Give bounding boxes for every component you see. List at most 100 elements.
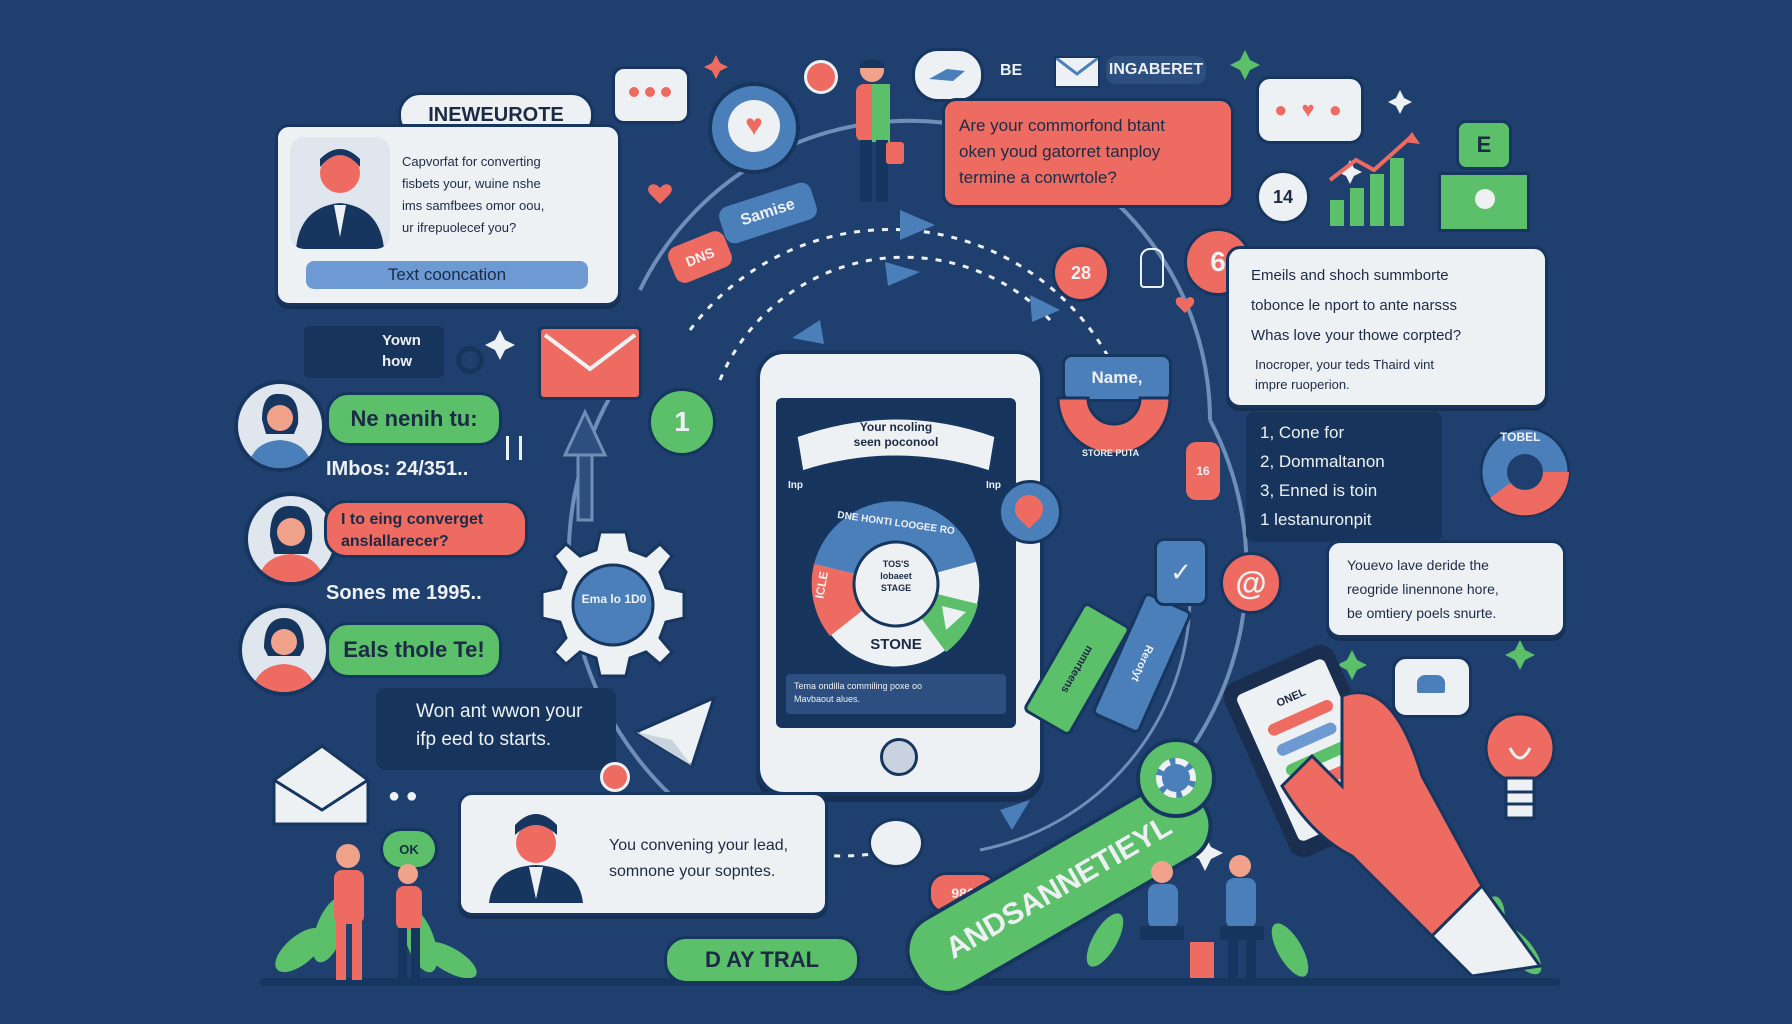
e-envelope-icon: E — [1438, 120, 1530, 232]
dots-icon: ● ● — [388, 785, 418, 807]
emails-line: Emeils and shoch summborte — [1251, 267, 1449, 284]
note-line: be omtiery poels snurte. — [1347, 605, 1497, 621]
text-conversation-button[interactable]: Text cooncation — [306, 261, 588, 289]
inbox-label: INGABERET — [1106, 56, 1206, 84]
trial-badge: D AY TRAL — [664, 936, 860, 984]
hand-phone — [1223, 644, 1542, 976]
tiny-ring-icon — [600, 762, 630, 792]
badge-1: 1 — [648, 388, 716, 456]
phone-bottom-label: STONE — [870, 636, 922, 653]
bird-bubble-icon — [912, 48, 984, 102]
chat-bubble-3: Eals thole Te! — [326, 622, 502, 678]
banner-line: Your ncoling — [859, 420, 933, 434]
side-right-label: Inp — [986, 480, 1001, 491]
banner-line: seen poconool — [853, 435, 939, 449]
dark-note-line: ifp eed to starts. — [416, 729, 552, 750]
location-pin-icon — [998, 480, 1062, 544]
chat-caption-2: Sones me 1995.. — [326, 582, 482, 604]
bottom-avatar — [481, 803, 591, 903]
bottom-card: You convening your lead, somnone your so… — [458, 792, 828, 916]
store-tag: STORE PUTA — [1082, 448, 1140, 458]
magnet-icon — [1056, 396, 1172, 456]
phone-device: Your ncoling seen poconool Inp Inp DNE H… — [756, 350, 1044, 796]
left-small-line: Yown — [382, 332, 421, 349]
ribbon-gear-icon — [1136, 738, 1216, 818]
center-line: lobaeet — [880, 571, 912, 581]
people-group-right — [1140, 855, 1264, 978]
dark-note: Won ant wwon your ifp eed to starts. — [376, 688, 616, 770]
bottom-card-line: You convening your lead, — [609, 837, 789, 854]
emails-card: Emeils and shoch summborte tobonce le np… — [1226, 246, 1548, 408]
standing-person-icon — [856, 58, 904, 202]
step-item: 1 lestanuronpit — [1260, 510, 1372, 529]
open-envelope-icon — [272, 744, 370, 826]
phone-home-button[interactable] — [880, 738, 918, 776]
chat-bubble-2: I to eing converget anslallarecer? — [324, 500, 528, 558]
profile-line: Capvorfat for converting — [402, 154, 541, 169]
profile-line: ims samfbees omor oou, — [402, 198, 545, 213]
note-line: reogride linennone hore, — [1347, 581, 1499, 597]
man-avatar — [290, 137, 390, 249]
step-item: 2, Dommaltanon — [1260, 452, 1385, 471]
at-sign-icon: @ — [1220, 552, 1282, 614]
chat-caption-1: IMbos: 24/351.. — [326, 458, 469, 480]
mail-icon — [1054, 56, 1100, 88]
badge-28: 28 — [1052, 244, 1110, 302]
small-target-icon — [804, 60, 838, 94]
small-chat-icon — [1392, 656, 1472, 718]
badge-14: 14 — [1256, 170, 1310, 224]
gear-icon — [540, 530, 686, 678]
be-label: BE — [1000, 62, 1023, 79]
megaphone-icon — [868, 818, 924, 868]
gear-label: Ema lo 1D0 — [581, 592, 647, 606]
phone-banner — [794, 416, 998, 474]
phone-footer: Tema ondilla commiling poxe oo Mavbaout … — [786, 674, 1006, 714]
chat-dots-icon — [612, 66, 690, 124]
people-group-left — [334, 844, 422, 980]
profile-line: ur ifrepuolecef you? — [402, 220, 517, 235]
emails-line: Whas love your thowe corpted? — [1251, 327, 1462, 344]
signal-icon — [506, 436, 522, 460]
phone-center-text: TOS'S lobaeet STAGE — [866, 558, 926, 594]
swirl-icon — [456, 346, 484, 374]
chat2-line: I to eing converget — [341, 511, 484, 528]
footer-line: Mavbaout alues. — [794, 694, 861, 704]
paper-plane-icon — [632, 695, 717, 769]
side-left-label: Inp — [788, 480, 803, 491]
woman-avatar-3 — [238, 604, 330, 696]
center-line: TOS'S — [882, 559, 910, 569]
chat2-line: anslallarecer? — [341, 533, 449, 550]
left-small-label: Yown how — [304, 326, 444, 378]
e-badge: E — [1456, 120, 1512, 170]
growth-chart-icon — [1328, 132, 1420, 226]
profile-card: Capvorfat for converting fisbets your, w… — [275, 124, 621, 306]
profile-line: fisbets your, wuine nshe — [402, 176, 541, 191]
question-bubble: Are your commorfond btant oken youd gato… — [942, 98, 1234, 208]
question-line: Are your commorfond btant — [959, 116, 1165, 135]
total-label: TOBEL — [1500, 430, 1541, 444]
check-badge-icon: ✓ — [1154, 538, 1208, 606]
lightbulb-icon — [1484, 712, 1556, 820]
profile-text: Capvorfat for converting fisbets your, w… — [402, 151, 606, 239]
hearts-bubble-icon: ● ♥ ● — [1256, 76, 1364, 144]
phone-screen: Your ncoling seen poconool Inp Inp DNE H… — [776, 398, 1016, 728]
center-line: STAGE — [880, 583, 912, 593]
phone-donut — [810, 498, 982, 670]
woman-avatar-2 — [244, 492, 338, 586]
left-small-line: how — [382, 353, 412, 370]
emails-line: Inocroper, your teds Thaird vint — [1255, 357, 1434, 372]
steps-list: 1, Cone for 2, Dommaltanon 3, Enned is t… — [1246, 412, 1442, 542]
emails-line: tobonce le nport to ante narsss — [1251, 297, 1457, 314]
question-line: oken youd gatorret tanploy — [959, 142, 1161, 161]
chat-bubble-1: Ne nenih tu: — [326, 392, 502, 446]
step-item: 3, Enned is toin — [1260, 481, 1378, 500]
question-line: termine a conwrtole? — [959, 168, 1117, 187]
total-donut-icon — [1479, 426, 1571, 518]
dark-note-line: Won ant wwon your — [416, 701, 583, 722]
lightbulb-small-icon — [1140, 248, 1164, 288]
heart-bubble-icon: ♥ — [708, 82, 800, 174]
step-item: 1, Cone for — [1260, 423, 1345, 442]
bottom-card-line: somnone your sopntes. — [609, 863, 776, 880]
tag-16: 16 — [1186, 442, 1220, 500]
